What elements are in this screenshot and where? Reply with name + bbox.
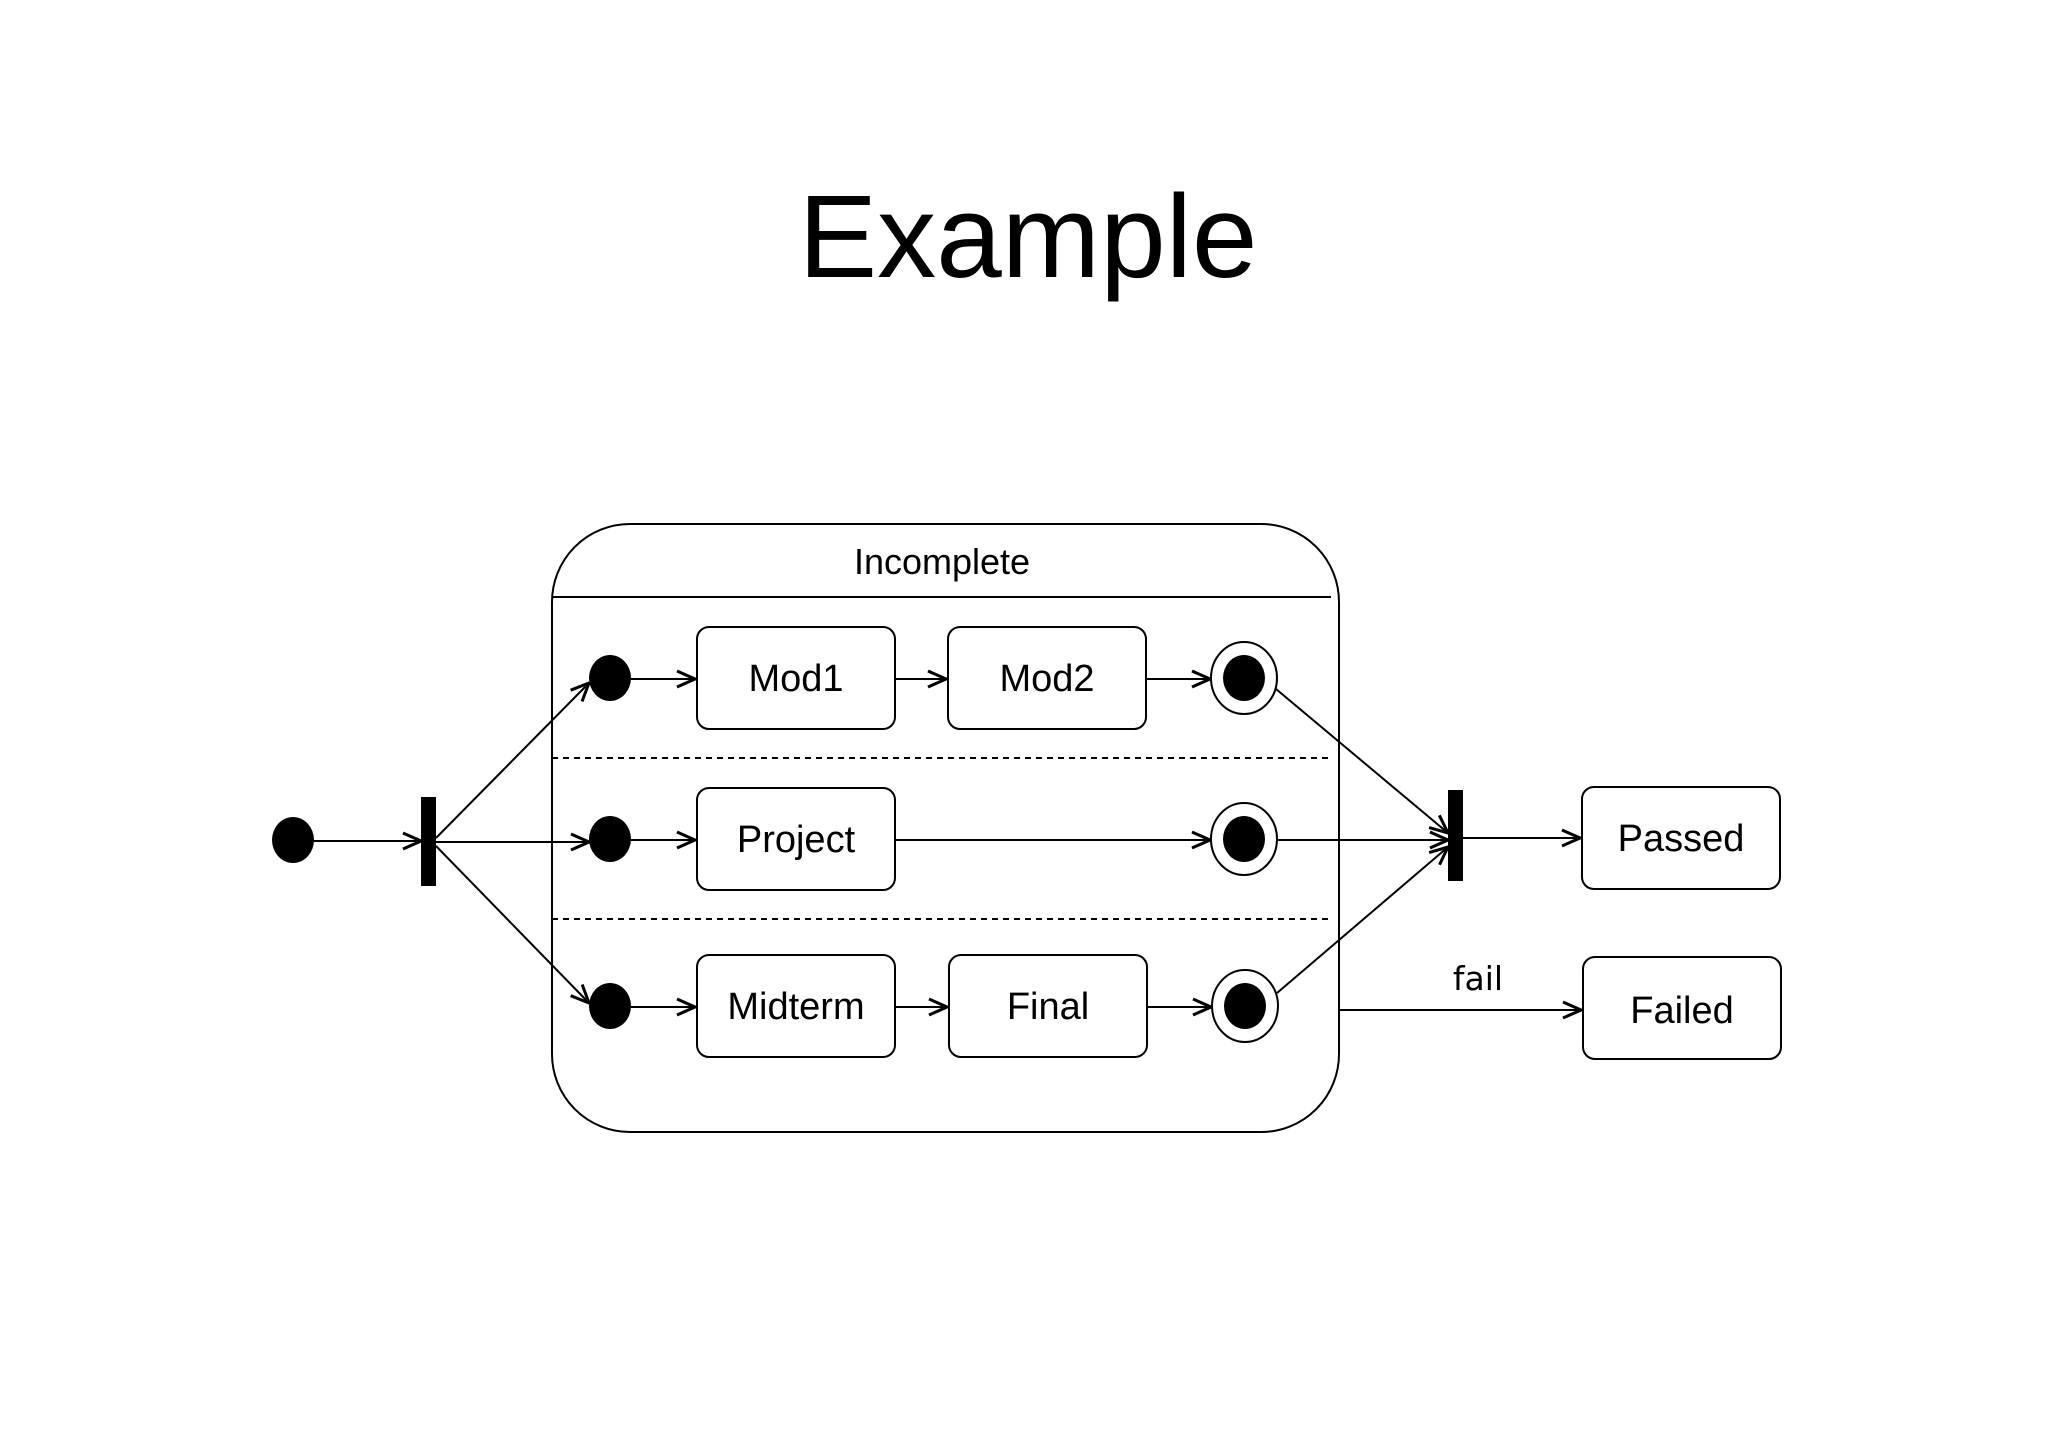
transition-fork-to-region-1 xyxy=(435,683,589,839)
state-passed: Passed xyxy=(1581,786,1781,890)
fork-bar xyxy=(421,797,436,886)
region-3-initial-state xyxy=(589,983,631,1029)
state-midterm: Midterm xyxy=(696,954,896,1058)
state-mod1-label: Mod1 xyxy=(748,658,843,700)
page-title: Example xyxy=(798,171,1257,303)
region-1-final-state xyxy=(1210,641,1278,715)
region-3-final-dot xyxy=(1224,983,1266,1029)
region-3-final-state xyxy=(1211,969,1279,1043)
region-2-final-state xyxy=(1210,802,1278,876)
initial-state xyxy=(272,817,314,863)
composite-state-label: Incomplete xyxy=(854,541,1030,582)
transitions: fail xyxy=(314,679,1581,1010)
state-project: Project xyxy=(696,787,896,891)
state-midterm-label: Midterm xyxy=(727,986,864,1028)
state-passed-label: Passed xyxy=(1618,818,1745,860)
state-project-label: Project xyxy=(737,819,856,861)
region-1-initial-state xyxy=(589,655,631,701)
state-failed-box xyxy=(1582,956,1782,1060)
transition-region-1-final-to-join xyxy=(1275,688,1448,833)
region-2-final-dot xyxy=(1223,816,1265,862)
transition-fork-to-region-3 xyxy=(435,845,589,1003)
state-mod1: Mod1 xyxy=(696,626,896,730)
transition-fail-label: fail xyxy=(1453,959,1503,998)
state-failed: Failed xyxy=(1582,956,1782,1060)
state-failed-label: Failed xyxy=(1630,990,1734,1032)
state-mod2-label: Mod2 xyxy=(999,658,1094,700)
region-2-initial-state xyxy=(589,816,631,862)
state-final-label: Final xyxy=(1007,986,1089,1028)
region-1-final-dot xyxy=(1223,655,1265,701)
state-final: Final xyxy=(948,954,1148,1058)
state-mod2: Mod2 xyxy=(947,626,1147,730)
state-passed-box xyxy=(1581,786,1781,890)
transition-region-3-final-to-join xyxy=(1276,847,1448,994)
join-bar xyxy=(1448,790,1463,881)
